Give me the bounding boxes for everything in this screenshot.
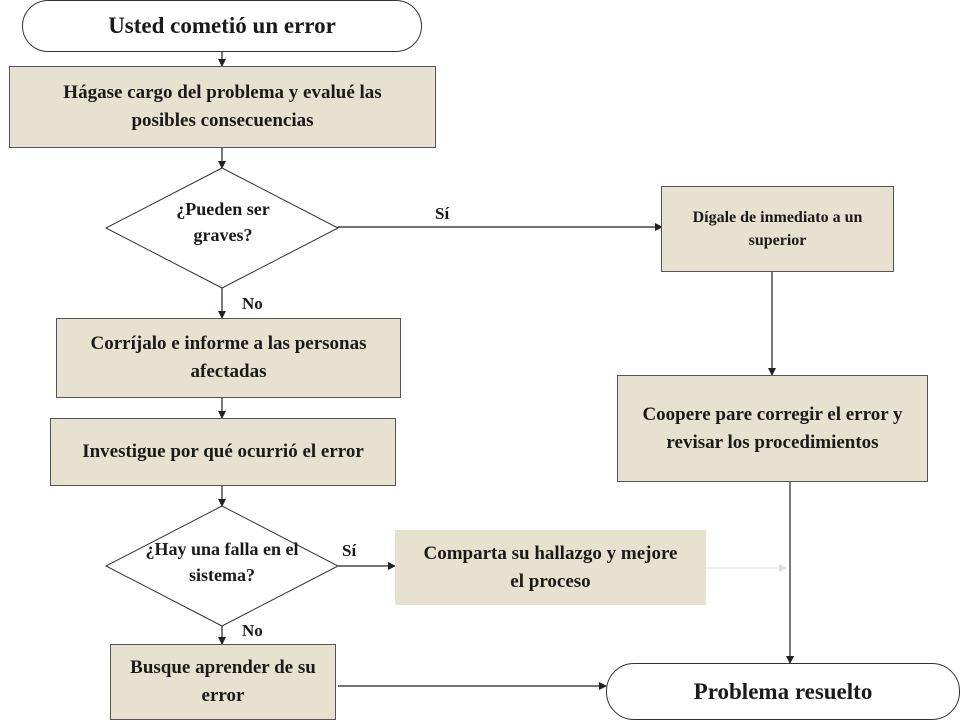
cooperate-label: Coopere pare corregir el error y revisar… — [642, 403, 903, 453]
decision-serious-label: ¿Pueden ser graves? — [176, 199, 270, 246]
end-terminal-label: Problema resuelto — [693, 678, 873, 704]
start-terminal: Usted cometió un error — [22, 0, 422, 52]
learn-box: Busque aprender de su error — [110, 644, 336, 720]
take-charge-box: Hágase cargo del problema y evalué las p… — [9, 66, 436, 148]
investigate-label: Investigue por qué ocurrió el error — [82, 441, 364, 463]
tell-superior-label: Dígale de inmediato a un superior — [692, 208, 863, 249]
no-label-system: No — [242, 621, 263, 640]
end-terminal: Problema resuelto — [606, 663, 960, 720]
yes-label-system: Sí — [342, 541, 357, 560]
take-charge-label: Hágase cargo del problema y evalué las p… — [63, 82, 382, 131]
cooperate-box: Coopere pare corregir el error y revisar… — [617, 375, 928, 482]
start-terminal-label: Usted cometió un error — [108, 13, 336, 38]
decision-system-label: ¿Hay una falla en el sistema? — [145, 539, 299, 586]
correct-inform-label: Corríjalo e informe a las personas afect… — [90, 333, 367, 382]
learn-label: Busque aprender de su error — [130, 657, 316, 706]
share-findings-label: Comparta su hallazgo y mejore el proceso — [423, 542, 678, 592]
tell-superior-box: Dígale de inmediato a un superior — [661, 186, 894, 272]
yes-label-serious: Sí — [435, 204, 450, 223]
investigate-box: Investigue por qué ocurrió el error — [50, 418, 396, 486]
decision-diamond-serious — [104, 167, 340, 289]
correct-inform-box: Corríjalo e informe a las personas afect… — [56, 318, 401, 398]
decision-diamond-system — [104, 505, 340, 627]
share-findings-box: Comparta su hallazgo y mejore el proceso — [395, 530, 706, 605]
no-label-serious: No — [242, 294, 263, 313]
